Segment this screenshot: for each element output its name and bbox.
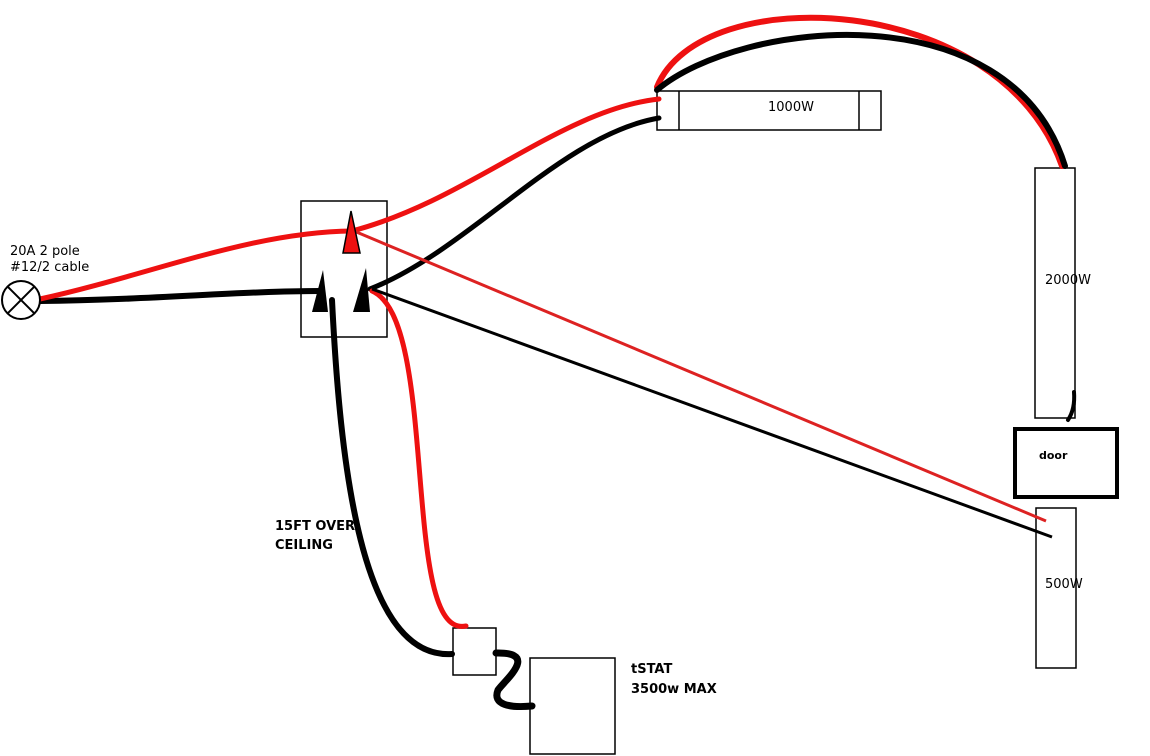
wire-source-hot	[37, 228, 355, 302]
wire-tstat-link	[492, 649, 536, 711]
door-box	[1013, 427, 1119, 499]
breaker-icon	[1, 280, 41, 320]
wire-arc-hot	[654, 14, 1065, 169]
source-label-line2: #12/2 cable	[10, 260, 89, 275]
tstat-label-line2: 3500w MAX	[631, 682, 717, 697]
wire-2000w-stub	[1066, 390, 1077, 422]
wire-1000w-hot	[349, 96, 662, 234]
heater-1000w	[656, 90, 882, 131]
tstat-small-box	[452, 627, 497, 676]
heater-500w-label: 500W	[1045, 577, 1083, 592]
heater-2000w-label: 2000W	[1045, 273, 1091, 288]
heater-1000w-label: 1000W	[768, 100, 814, 115]
wire-source-neutral	[37, 288, 323, 304]
source-label-line1: 20A 2 pole	[10, 244, 80, 259]
wire-1000w-neutral	[367, 115, 662, 292]
wire-nut-black-right	[353, 268, 370, 312]
ceiling-note-line1: 15FT OVER	[275, 519, 355, 534]
wire-nut-red	[342, 210, 361, 254]
wire-tstat-neutral	[329, 297, 455, 658]
door-label: door	[1039, 449, 1068, 462]
ceiling-note-line2: CEILING	[275, 538, 333, 553]
wire-500w-neutral	[371, 287, 1053, 539]
wire-nut-black-left	[312, 270, 328, 312]
wire-tstat-hot	[369, 288, 469, 629]
tstat-box	[529, 657, 616, 755]
junction-box	[300, 200, 388, 338]
heater-2000w	[1034, 167, 1076, 419]
tstat-label-line1: tSTAT	[631, 662, 672, 677]
wire-500w-hot	[353, 229, 1047, 523]
wire-arc-neutral	[654, 31, 1068, 169]
